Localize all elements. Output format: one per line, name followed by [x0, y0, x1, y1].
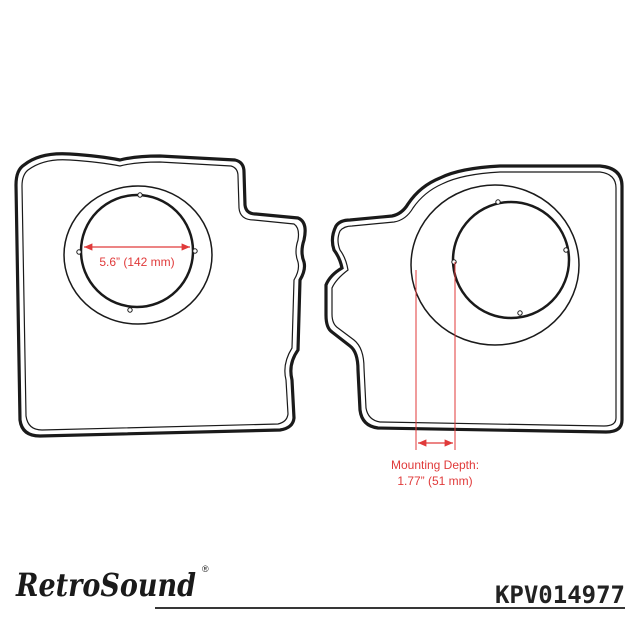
- left-kick-panel: [14, 152, 307, 438]
- registered-mark: ®: [202, 564, 209, 574]
- mounting-depth-value: 1.77” (51 mm): [397, 474, 472, 488]
- right-mounting-holes: [451, 199, 569, 316]
- brand-logo-text: RetroSound: [15, 566, 196, 604]
- right-panel-inner-outline: [331, 171, 617, 427]
- left-panel-inner-outline: [21, 159, 300, 431]
- mounting-depth-label: Mounting Depth:: [391, 458, 479, 472]
- right-speaker-opening: [451, 200, 571, 320]
- right-panel-outline: [324, 164, 624, 434]
- retrosound-logo: RetroSound ®: [15, 564, 209, 604]
- part-number: KPV014977: [495, 581, 625, 609]
- left-panel-outline: [14, 152, 307, 438]
- left-speaker-ring: [63, 185, 213, 325]
- right-kick-panel: [324, 164, 624, 434]
- left-mounting-holes: [76, 192, 198, 313]
- left-speaker-opening: [79, 193, 195, 309]
- speaker-diameter-label: 5.6” (142 mm): [99, 255, 174, 269]
- right-speaker-ring: [410, 184, 580, 346]
